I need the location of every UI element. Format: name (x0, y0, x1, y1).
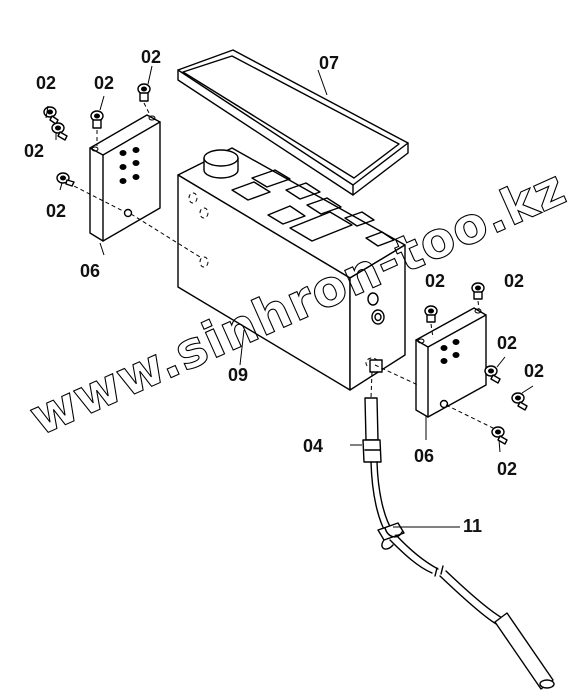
label-bracket-left: 06 (80, 261, 100, 281)
screw-r-b (471, 282, 485, 310)
monitor-part (177, 147, 406, 391)
screw-r-d (511, 392, 528, 411)
cable (389, 534, 555, 690)
label-screw-r-3: 02 (497, 333, 517, 353)
label-screw-tl-5: 02 (46, 201, 66, 221)
label-screw-tl-4: 02 (141, 47, 161, 67)
label-screw-r-5: 02 (497, 459, 517, 479)
screws-right (424, 282, 528, 445)
label-sensor: 04 (303, 436, 323, 456)
label-monitor: 09 (228, 365, 248, 385)
part-labels: 02 02 02 02 02 07 06 09 02 02 02 02 02 0… (24, 47, 544, 536)
label-clamp: 11 (463, 516, 482, 536)
screw-tl-e (56, 172, 75, 187)
label-screw-r-1: 02 (425, 271, 445, 291)
label-screw-r-2: 02 (504, 271, 524, 291)
screw-r-a (424, 305, 438, 339)
label-screw-tl-1: 02 (36, 73, 56, 93)
label-screw-r-4: 02 (524, 361, 544, 381)
screw-tl-d (137, 83, 151, 116)
screw-r-e (491, 426, 508, 445)
bracket-left-part (67, 114, 201, 258)
screw-tl-b (51, 122, 68, 141)
screw-r-c (484, 365, 501, 384)
label-screw-tl-2: 02 (24, 141, 44, 161)
leader-lines (45, 65, 534, 528)
cover-part (177, 49, 409, 196)
label-cover: 07 (319, 53, 339, 73)
label-screw-tl-3: 02 (94, 73, 114, 93)
bracket-right-part (374, 307, 498, 431)
sensor-part (362, 371, 394, 536)
label-bracket-right: 06 (414, 446, 434, 466)
screw-tl-c (90, 110, 104, 146)
